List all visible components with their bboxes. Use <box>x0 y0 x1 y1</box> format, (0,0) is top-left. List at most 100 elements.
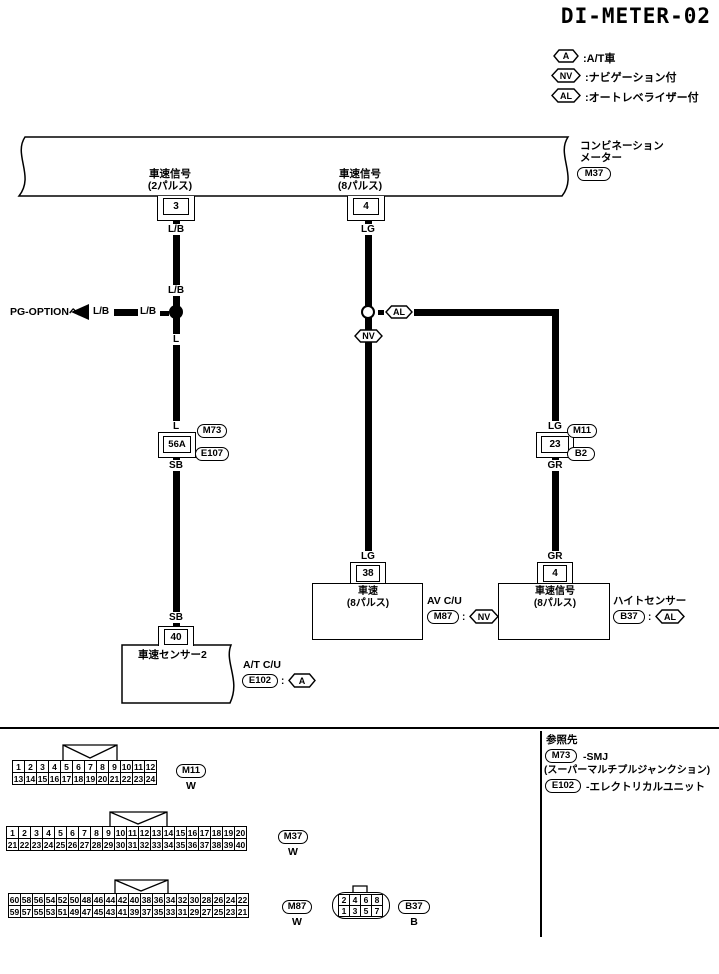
pg-option-wire-label-2: L/B <box>140 306 157 317</box>
connector-tab-m87 <box>114 879 169 893</box>
avcu-signal-label: 車速 (8パルス) <box>346 586 390 609</box>
wire-label-gr-1: GR <box>545 460 565 471</box>
height-sensor-box <box>498 583 610 640</box>
wire-label-l-2: L <box>170 421 182 432</box>
height-ref: B37 <box>613 610 645 624</box>
avcu-ref: M87 <box>427 610 459 624</box>
pin-number-cell: 53 <box>44 905 57 918</box>
wire-label-l-1: L <box>170 334 182 345</box>
meter-name-label: コンビネーション メーター <box>580 140 664 164</box>
tag-nv-icon: NV <box>551 68 581 83</box>
wire-label-lb-2: L/B <box>165 285 187 296</box>
tag-a-icon: A <box>288 673 316 688</box>
reference-ref-e102: E102 <box>545 779 581 793</box>
meter-pin3: 3 <box>163 198 189 215</box>
pin-number-cell: 43 <box>104 905 117 918</box>
pinout-m37-ref: M37 <box>278 830 308 844</box>
pinout-m87-ref: M87 <box>282 900 312 914</box>
legend-label-autoleveler: :オートレベライザー付 <box>585 92 699 104</box>
tag-al-icon: AL <box>551 88 581 103</box>
tag-a-icon: A <box>553 49 579 63</box>
atcu-box-label: 車速センサー2 <box>138 649 207 661</box>
reference-divider-line <box>540 731 542 937</box>
tag-al-icon: AL <box>385 305 413 319</box>
pin-number-cell: 23 <box>132 772 145 785</box>
atcu-pin: 40 <box>164 629 188 645</box>
pin-number-cell: 40 <box>234 838 247 851</box>
pg-option-wire-dash-small <box>160 310 169 316</box>
height-pin: 4 <box>543 565 567 582</box>
wire-label-sb-2: SB <box>167 612 185 623</box>
wire-label-lg-3: LG <box>546 421 564 432</box>
pin-number-cell: 23 <box>30 838 43 851</box>
avcu-pin: 38 <box>356 565 380 582</box>
solid-junction-dot <box>169 305 183 319</box>
wire-label-lg-1: LG <box>359 224 377 235</box>
combination-meter-band-shape <box>17 136 570 197</box>
connector-tab-m37 <box>109 811 168 826</box>
pinout-b37-ref: B37 <box>398 900 430 914</box>
pg-option-wire-label-1: L/B <box>93 306 110 317</box>
pin-number-cell: 25 <box>212 905 225 918</box>
meter-signal-right-label: 車速信号 (8パルス) <box>337 168 383 192</box>
pinout-m11-ref: M11 <box>176 764 206 778</box>
wire-middle-vertical <box>364 221 372 562</box>
pin-number-cell: 21 <box>6 838 19 851</box>
height-colon: : <box>648 612 652 623</box>
wire-right-horizontal <box>414 308 558 316</box>
junction-al-dash <box>377 310 384 315</box>
pin-number-cell: 18 <box>72 772 85 785</box>
smj-ref-above: M73 <box>197 424 227 438</box>
wire-label-lb-1: L/B <box>165 224 187 235</box>
atcu-colon: : <box>281 676 285 687</box>
wire-label-sb-1: SB <box>167 460 185 471</box>
meter-pin4: 4 <box>353 198 379 215</box>
pin-number-cell: 7 <box>371 905 383 917</box>
pg-option-wire-dash <box>114 309 138 316</box>
pin-number-cell: 41 <box>116 905 129 918</box>
meter-connector-ref: M37 <box>577 167 611 181</box>
pinout-b37-color: B <box>410 916 418 928</box>
tag-nv-icon: NV <box>469 609 499 624</box>
avcu-box <box>312 583 423 640</box>
legend-label-at: :A/T車 <box>583 53 616 65</box>
legend-label-nav: :ナビゲーション付 <box>585 72 677 84</box>
pinout-m11-color: W <box>186 780 196 792</box>
pin-number-cell: 21 <box>236 905 249 918</box>
pin-number-cell: 8 <box>371 894 383 906</box>
atcu-ref: E102 <box>242 674 278 688</box>
tag-al-icon: AL <box>655 609 685 624</box>
avcu-colon: : <box>462 612 466 623</box>
wire-label-gr-2: GR <box>545 551 565 562</box>
reference-text-electrical-unit: -エレクトリカルユニット <box>586 781 705 793</box>
connector-tab-m11 <box>62 744 118 760</box>
body-connector-pin: 23 <box>541 436 569 453</box>
reference-text-smj: -SMJ <box>583 751 609 763</box>
smj-connector-pin: 56A <box>163 436 191 453</box>
height-signal-label: 車速信号 (8パルス) <box>533 586 577 609</box>
smj-ref-below: E107 <box>195 447 229 461</box>
pin-number-cell: 22 <box>236 893 249 906</box>
height-unit-label: ハイトセンサー <box>613 595 687 607</box>
avcu-unit-label: AV C/U <box>427 595 462 607</box>
pin-number-cell: 5 <box>360 905 372 917</box>
reference-heading: 参照先 <box>546 734 578 746</box>
body-ref-below: B2 <box>567 447 595 461</box>
section-divider-line <box>0 727 719 729</box>
reference-ref-m73: M73 <box>545 749 577 763</box>
page-title: DI-METER-02 <box>560 4 711 28</box>
meter-signal-left-label: 車速信号 (2パルス) <box>147 168 193 192</box>
pg-option-label: PG-OPTIONへ <box>10 306 80 318</box>
pin-number-cell: 24 <box>144 772 157 785</box>
pin-number-cell: 17 <box>60 772 73 785</box>
pinout-m87-color: W <box>292 916 302 928</box>
atcu-unit-label: A/T C/U <box>243 659 281 671</box>
